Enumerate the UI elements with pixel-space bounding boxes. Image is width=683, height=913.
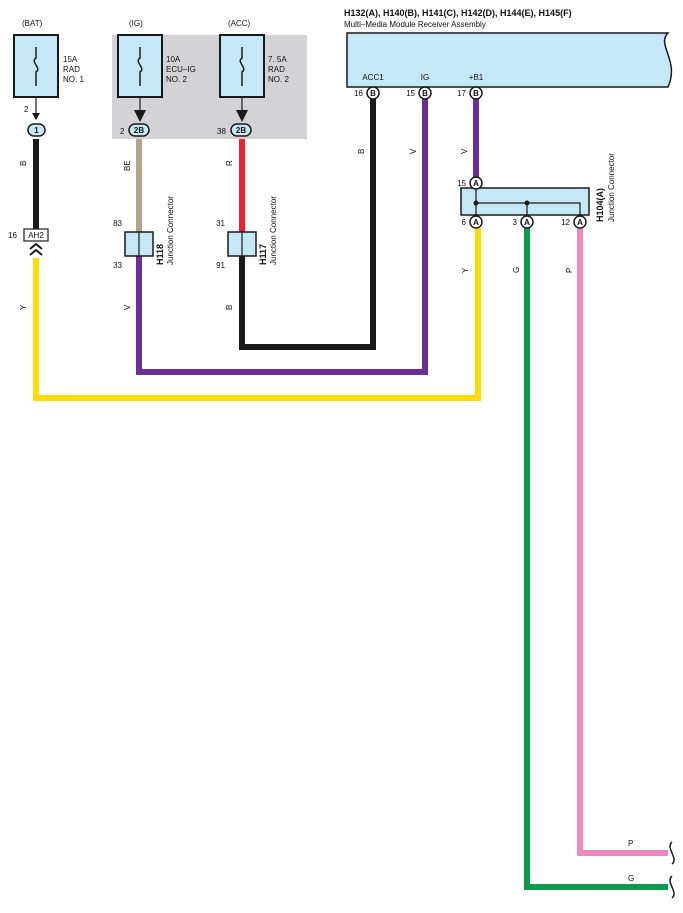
receiver-terminal-ig: IG xyxy=(421,73,429,82)
junction-h104-pin-3-num: 3 xyxy=(513,218,518,227)
receiver-pin-acc1-num: 16 xyxy=(354,89,363,98)
inline-connector-label: AH2 xyxy=(28,231,44,240)
junction-h104-pin-3 xyxy=(520,215,534,229)
fuse-bat-name1: RAD xyxy=(63,65,80,74)
wire-label-ig: BE xyxy=(123,160,132,171)
fuse-ig-arrow-icon xyxy=(134,110,146,122)
wire-label-acc: R xyxy=(225,160,234,166)
wire-label-h104-y: Y xyxy=(461,267,470,273)
fuse-bat xyxy=(13,34,59,98)
wire-label-h104-g: G xyxy=(512,267,521,273)
receiver-terminal-b1: +B1 xyxy=(469,73,484,82)
junction-h117-pin-out: 91 xyxy=(216,261,225,270)
wire-acc1-black xyxy=(239,98,376,350)
fuse-acc-arrow-icon xyxy=(236,110,248,122)
receiver-title: H132(A), H140(B), H141(C), H142(D), H144… xyxy=(344,8,572,18)
wire-green xyxy=(524,228,668,890)
receiver-pin-b1 xyxy=(469,86,483,100)
fuse-ig-rating: 10A xyxy=(166,55,181,64)
junction-h104-node-left xyxy=(473,200,479,206)
fuse-ig-connector xyxy=(128,123,150,137)
junction-h117-label: Junction Connector xyxy=(269,196,278,265)
receiver-subtitle: Multi–Media Module Receiver Assembly xyxy=(344,20,486,29)
receiver-pin-b1-number: 17 xyxy=(457,89,466,98)
fuse-acc-name1: RAD xyxy=(268,65,285,74)
receiver-pin-acc1 xyxy=(366,86,380,100)
receiver-pin-b1-conn: B xyxy=(473,89,479,98)
inline-connector-ah2 xyxy=(23,228,49,242)
inline-connector-pin: 16 xyxy=(8,231,17,240)
wire-label-bat: B xyxy=(19,161,28,166)
fuse-bat-icon xyxy=(33,47,39,86)
junction-h104-node-mid xyxy=(524,200,530,206)
fuse-bat-name2: NO. 1 xyxy=(63,75,84,84)
junction-h104-pin-12-num: 12 xyxy=(561,218,570,227)
junction-h118-label: Junction Connector xyxy=(166,196,175,265)
fuse-acc-name2: NO. 2 xyxy=(268,75,289,84)
receiver-box xyxy=(346,32,673,88)
wire-break-green-icon xyxy=(669,875,675,899)
fuse-acc-icon xyxy=(239,47,245,86)
wire-break-pink-icon xyxy=(669,841,675,865)
junction-h104-pin-12-conn: A xyxy=(577,218,583,227)
fuse-acc-connector-label: 2B xyxy=(236,126,246,135)
receiver-terminal-acc1: ACC1 xyxy=(362,73,384,82)
fuse-ig-name2: NO. 2 xyxy=(166,75,187,84)
wire-label-h104-p: P xyxy=(565,268,574,273)
inline-connector-chevron-icon xyxy=(29,242,43,256)
fuse-ig-pin: 2 xyxy=(120,127,125,136)
fuse-acc-rating: 7. 5A xyxy=(268,55,287,64)
fuse-acc-source: (ACC) xyxy=(228,19,251,28)
fuse-ig-icon xyxy=(137,47,143,86)
wire-yellow xyxy=(33,228,481,401)
fuse-bat-arrow-icon xyxy=(32,113,40,120)
junction-h118-pin-out: 33 xyxy=(113,261,122,270)
junction-h104-top-pin-conn: A xyxy=(473,179,479,188)
receiver-pin-ig-num: 15 xyxy=(406,89,415,98)
fuse-acc-connector xyxy=(230,123,252,137)
fuse-bat-connector-label: 1 xyxy=(34,126,39,135)
junction-h104-top-pin xyxy=(469,176,483,190)
fuse-ig-connector-label: 2B xyxy=(134,126,144,135)
junction-h104-top-pin-num: 15 xyxy=(457,179,466,188)
junction-h104-pin-6-conn: A xyxy=(473,218,479,227)
wire-label-end-p: P xyxy=(628,839,633,848)
junction-h104-pin-3-conn: A xyxy=(524,218,530,227)
receiver-pin-acc1-conn: B xyxy=(370,89,376,98)
junction-h104-pin-6 xyxy=(469,215,483,229)
receiver-pin-ig-conn: B xyxy=(422,89,428,98)
wire-label-violet-low: V xyxy=(123,304,132,310)
fuse-bat-connector xyxy=(27,123,46,137)
junction-h118-id: H118 xyxy=(155,244,165,265)
junction-h104-pin-6-num: 6 xyxy=(462,218,467,227)
wire-label-b1: V xyxy=(460,148,469,154)
junction-h104-pin-12 xyxy=(573,215,587,229)
fuse-acc-pin: 38 xyxy=(217,127,226,136)
wire-label-ig-v: V xyxy=(409,148,418,154)
wire-ig-violet xyxy=(136,98,428,375)
fuse-ig-source: (IG) xyxy=(129,19,143,28)
fuse-bat-source: (BAT) xyxy=(22,19,43,28)
receiver-pin-ig xyxy=(418,86,432,100)
junction-h118-pin-in: 83 xyxy=(113,219,122,228)
wire-pink xyxy=(577,228,668,856)
junction-h104-id: H104(A) xyxy=(595,188,605,222)
wire-label-acc1: B xyxy=(357,149,366,154)
wire-label-black-low: B xyxy=(225,305,234,310)
wire-label-end-g: G xyxy=(628,874,634,883)
junction-h117-pin-in: 31 xyxy=(216,219,225,228)
fuse-bat-pin: 2 xyxy=(24,105,29,114)
wire-label-yellow: Y xyxy=(19,304,28,310)
fuse-ig-name1: ECU–IG xyxy=(166,65,196,74)
junction-h104-label: Junction Connector xyxy=(607,153,616,222)
fuse-bat-rating: 15A xyxy=(63,55,78,64)
junction-h117-id: H117 xyxy=(258,244,268,265)
